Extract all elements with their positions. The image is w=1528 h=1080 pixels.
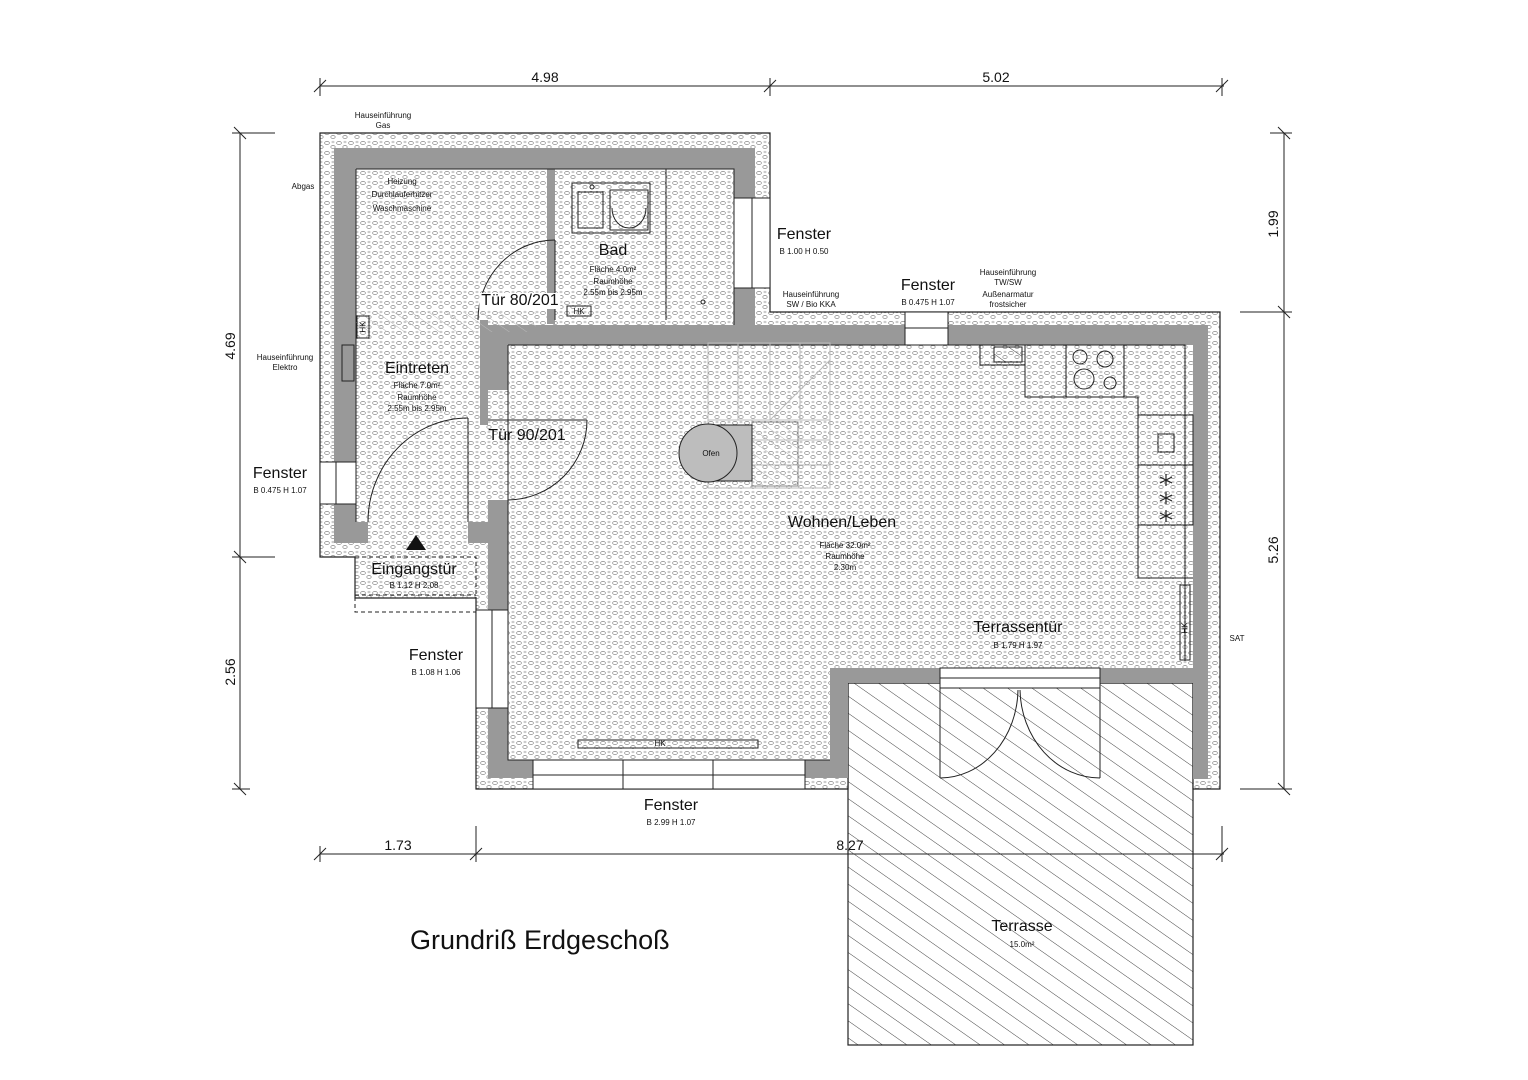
note-sw-2: SW / Bio KKA bbox=[786, 300, 836, 309]
door-eingang-label: Eingangstür bbox=[371, 561, 457, 578]
door-eingang-size: B 1.12 H 2.08 bbox=[389, 581, 439, 590]
dim-bottom-right: 8.27 bbox=[836, 837, 864, 853]
note-elektro-1: Hauseinführung bbox=[256, 353, 314, 362]
heater-label-bad: HK bbox=[573, 307, 585, 316]
room-wohnen-height-label: Raumhöhe bbox=[825, 552, 865, 561]
heater-label-right: HK bbox=[1180, 622, 1190, 634]
window-bad-size: B 1.00 H 0.50 bbox=[779, 247, 829, 256]
room-wohnen-name: Wohnen/Leben bbox=[787, 514, 897, 531]
door-terrasse-size: B 1.79 H 1.97 bbox=[993, 641, 1043, 650]
note-tw-4: frostsicher bbox=[989, 300, 1027, 309]
staircase bbox=[707, 342, 831, 489]
room-eintreten-height-label: Raumhöhe bbox=[397, 393, 437, 402]
tech-durchlauferhitzer: Durchlauferhitzer bbox=[371, 190, 433, 199]
dim-right-upper: 1.99 bbox=[1265, 210, 1281, 238]
room-eintreten-height: 2.55m bis 2.95m bbox=[387, 404, 447, 413]
note-elektro-2: Elektro bbox=[272, 363, 298, 372]
window-bad-label: Fenster bbox=[776, 226, 832, 243]
room-terrasse-name: Terrasse bbox=[991, 918, 1053, 935]
dimension-lines bbox=[232, 78, 1292, 862]
terrace-area bbox=[847, 682, 1194, 1046]
dim-bottom-left: 1.73 bbox=[384, 837, 412, 853]
note-tw-3: Außenarmatur bbox=[982, 290, 1034, 299]
note-tw-1: Hauseinführung bbox=[979, 268, 1037, 277]
room-bad-height: 2.55m bis 2.95m bbox=[583, 288, 643, 297]
room-eintreten-name: Eintreten bbox=[384, 360, 450, 377]
room-bad-name: Bad bbox=[598, 242, 628, 259]
door-tuer-90: Tür 90/201 bbox=[488, 427, 566, 444]
room-bad-height-label: Raumhöhe bbox=[593, 277, 633, 286]
door-terrasse-label: Terrassentür bbox=[973, 619, 1063, 636]
fan-icon bbox=[1159, 474, 1173, 522]
dim-left-lower: 2.56 bbox=[222, 658, 238, 686]
room-bad-area: Fläche 4.0m² bbox=[589, 265, 637, 274]
heater-label-eintreten: HK bbox=[358, 321, 368, 333]
entry-arrow-icon bbox=[406, 535, 426, 550]
dim-left-upper: 4.69 bbox=[222, 332, 238, 360]
tech-waschmaschine: Waschmaschine bbox=[372, 204, 432, 213]
note-sw-1: Hauseinführung bbox=[782, 290, 840, 299]
door-tuer-80: Tür 80/201 bbox=[479, 292, 561, 309]
window-wohnen-links-size: B 1.08 H 1.06 bbox=[411, 668, 461, 677]
tech-heizung: Heizung bbox=[387, 177, 417, 186]
window-wohnen-unten-size: B 2.99 H 1.07 bbox=[646, 818, 696, 827]
dim-top-left: 4.98 bbox=[531, 69, 559, 85]
room-wohnen-area: Fläche 32.0m² bbox=[819, 541, 871, 550]
room-eintreten-area: Fläche 7.0m² bbox=[393, 381, 441, 390]
note-gas-1: Hauseinführung bbox=[354, 111, 412, 120]
kitchen-fixtures bbox=[341, 315, 1194, 749]
dim-top-right: 5.02 bbox=[982, 69, 1010, 85]
heater-label-bottom: HK bbox=[654, 739, 666, 748]
note-sat: SAT bbox=[1229, 634, 1245, 643]
oven-icon bbox=[678, 423, 753, 483]
note-gas-2: Gas bbox=[375, 121, 391, 130]
room-terrasse-area: 15.0m² bbox=[1009, 940, 1035, 949]
window-wohnen-links-label: Fenster bbox=[408, 647, 464, 664]
room-wohnen-height: 2.30m bbox=[833, 563, 857, 572]
window-kueche-label: Fenster bbox=[900, 277, 956, 294]
note-abgas: Abgas bbox=[291, 182, 315, 191]
window-kueche-size: B 0.475 H 1.07 bbox=[901, 298, 955, 307]
dim-right-lower: 5.26 bbox=[1265, 536, 1281, 564]
ofen-label: Ofen bbox=[702, 449, 720, 458]
window-eintreten-size: B 0.475 H 1.07 bbox=[253, 486, 307, 495]
plan-title: Grundriß Erdgeschoß bbox=[410, 925, 670, 955]
window-eintreten-label: Fenster bbox=[252, 465, 308, 482]
bathroom-fixtures bbox=[566, 169, 706, 320]
note-tw-2: TW/SW bbox=[994, 278, 1022, 287]
windows bbox=[319, 197, 1101, 790]
window-wohnen-unten-label: Fenster bbox=[643, 797, 699, 814]
